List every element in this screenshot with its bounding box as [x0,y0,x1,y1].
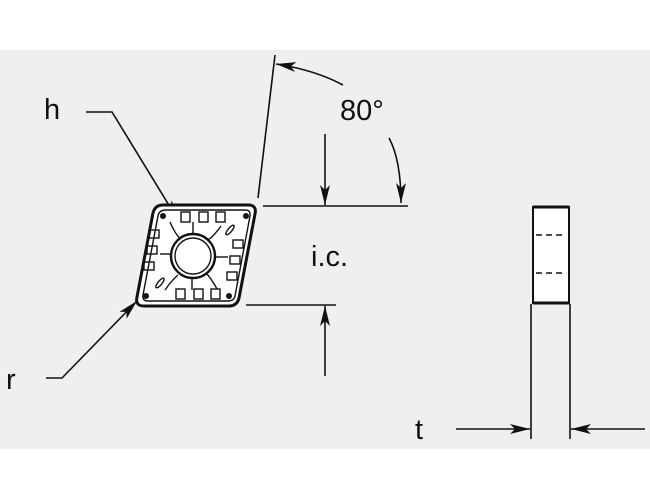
radius-leader-arrow [46,300,138,379]
angle-dimension [257,54,406,204]
insert-side-view [530,205,571,439]
insert-top-view [135,203,257,308]
inscribed-circle-label: i.c. [311,241,349,273]
hole-leader-arrow [86,111,179,221]
angle-label: 80° [340,95,384,127]
thickness-label: t [415,414,424,446]
hole-label: h [44,94,61,126]
ic-dimension [246,134,408,376]
corner-radius-label: r [6,364,16,396]
